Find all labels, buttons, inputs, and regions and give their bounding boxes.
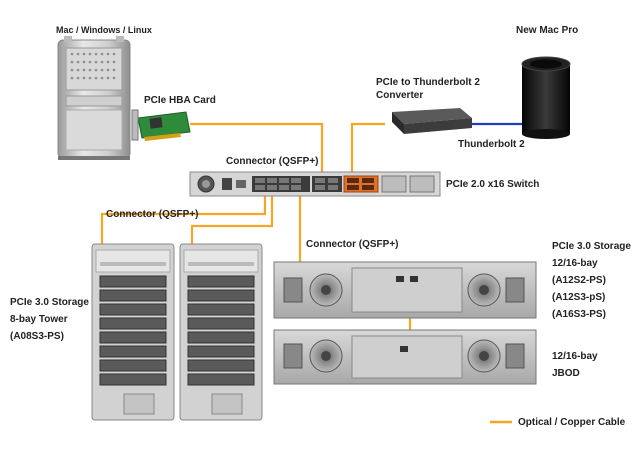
storage-tower-icon-2 <box>179 243 263 421</box>
rack-label-line2: 12/16-bay <box>552 258 598 269</box>
thunderbolt-label: Thunderbolt 2 <box>458 139 525 150</box>
connector-label-mid: Connector (QSFP+) <box>306 239 399 250</box>
rack-label-line3: (A12S2-PS) <box>552 275 606 286</box>
cables <box>100 122 522 424</box>
cable-converter-to-switch <box>350 122 385 172</box>
tower-label-line3: (A08S3-PS) <box>10 331 64 342</box>
hba-card-label: PCIe HBA Card <box>144 95 216 106</box>
jbod-label-line1: 12/16-bay <box>552 351 598 362</box>
connector-label-top: Connector (QSFP+) <box>226 156 319 167</box>
tower-label-line1: PCIe 3.0 Storage <box>10 297 89 308</box>
storage-tower-icon-1 <box>91 243 175 421</box>
mac-pro-tower-icon <box>57 36 131 160</box>
rack-storage-icon <box>273 261 537 319</box>
cable-switch-to-tower2 <box>190 196 274 244</box>
jbod-label-line2: JBOD <box>552 368 580 379</box>
rack-label-line1: PCIe 3.0 Storage <box>552 241 631 252</box>
thunderbolt-converter-icon <box>392 108 472 134</box>
host-os-label: Mac / Windows / Linux <box>56 25 152 35</box>
connector-label-left: Connector (QSFP+) <box>106 209 199 220</box>
mac-pro-label: New Mac Pro <box>516 25 579 36</box>
cable-switch-to-tower1 <box>100 196 267 244</box>
converter-label-line2: Converter <box>376 90 424 101</box>
pcie-switch-icon <box>189 171 441 197</box>
converter-label-line1: PCIe to Thunderbolt 2 <box>376 77 480 88</box>
cable-hba-to-switch <box>190 122 324 172</box>
tower-label-line2: 8-bay Tower <box>10 314 68 325</box>
mac-pro-cylinder-icon <box>521 56 571 139</box>
switch-label: PCIe 2.0 x16 Switch <box>446 179 540 190</box>
hba-card-icon <box>131 109 191 141</box>
legend-label: Optical / Copper Cable <box>518 417 626 428</box>
jbod-icon <box>273 329 537 385</box>
rack-label-line4: (A12S3-pS) <box>552 292 606 303</box>
rack-label-line5: (A16S3-PS) <box>552 309 606 320</box>
